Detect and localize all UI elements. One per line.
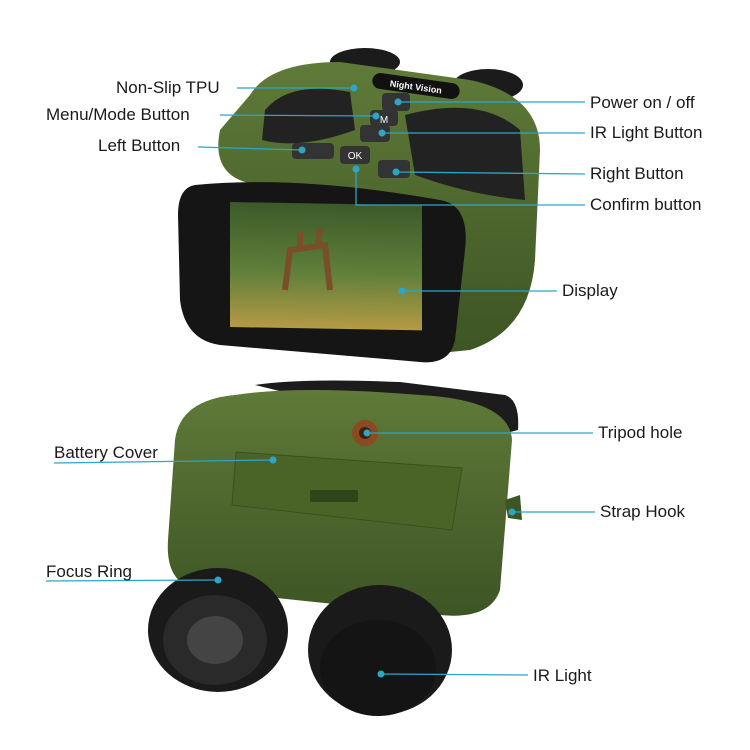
label-non-slip-tpu: Non-Slip TPU (116, 78, 220, 97)
leader-dots (214, 84, 516, 678)
label-ir-light: IR Light (533, 666, 592, 685)
leader-lines (45, 87, 595, 676)
label-right-button: Right Button (590, 164, 684, 183)
label-power: Power on / off (590, 93, 695, 112)
label-display: Display (562, 281, 618, 300)
label-ir-light-button: IR Light Button (590, 123, 703, 142)
label-menu-mode-button: Menu/Mode Button (46, 105, 190, 124)
ok-key-text: OK (348, 151, 363, 162)
label-strap-hook: Strap Hook (600, 502, 686, 521)
label-battery-cover: Battery Cover (54, 443, 158, 462)
label-left-button: Left Button (98, 136, 181, 155)
binocular-bottom-view (148, 380, 522, 716)
menu-key-text: M (380, 115, 388, 126)
label-tripod-hole: Tripod hole (598, 423, 683, 442)
label-focus-ring: Focus Ring (46, 562, 132, 581)
label-confirm-button: Confirm button (590, 195, 702, 214)
